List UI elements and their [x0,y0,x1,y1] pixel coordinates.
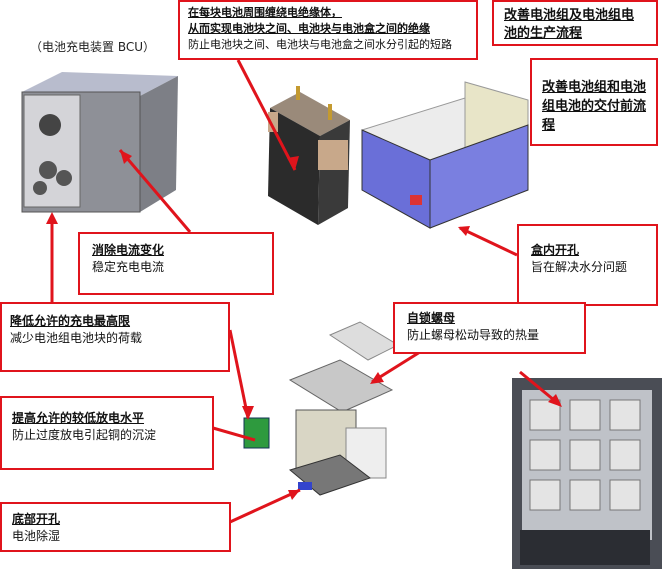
bcu-caption: （电池充电装置 BCU） [30,40,155,54]
battery-pack-photo [512,378,662,569]
callout-current: 消除电流变化 稳定充电电流 [78,232,274,295]
callout-desc: 稳定充电电流 [92,260,165,274]
callout-title: 改善电池组和电池组电池的交付前流程 [542,80,647,133]
callout-desc: 电池除湿 [12,529,61,543]
arrow-charge-limit-2 [228,329,250,419]
callout-title: 消除电流变化 [92,243,165,257]
callout-desc: 旨在解决水分问题 [531,260,628,274]
exploded-battery-pack-image [243,321,400,496]
callout-title: 自锁螺母 [407,311,456,325]
callout-discharge: 提高允许的较低放电水平 防止过度放电引起铜的沉淀 [0,396,214,470]
callout-insulation: 在每块电池周围缠绕电绝缘体， 从而实现电池块之间、电池块与电池盒之间的绝缘 防止… [178,0,478,60]
arrow-box-hole [459,226,518,257]
callout-title: 底部开孔 [12,512,61,526]
callout-bottom-hole: 底部开孔 电池除湿 [0,502,231,552]
arrow-insulation [236,59,297,171]
callout-title: 从而实现电池块之间、电池块与电池盒之间的绝缘 [188,22,430,35]
callout-title: 降低允许的充电最高限 [10,314,131,328]
battery-box-image [361,81,529,229]
callout-desc: 防止螺母松动导致的热量 [407,328,540,342]
bcu-device-image [21,72,178,213]
callout-title: 提高允许的较低放电水平 [12,411,145,425]
callout-desc: 防止过度放电引起铜的沉淀 [12,428,157,442]
battery-cell-image [268,86,350,225]
callout-nut: 自锁螺母 防止螺母松动导致的热量 [393,302,586,354]
arrow-bottom-hole [229,488,301,524]
arrow-discharge [212,426,256,442]
callout-title: 在每块电池周围缠绕电绝缘体， [188,6,342,19]
callout-charge-limit: 降低允许的充电最高限 减少电池组电池块的荷载 [0,302,230,372]
callout-title: 盒内开孔 [531,243,580,257]
callout-desc: 减少电池组电池块的荷载 [10,331,143,345]
callout-desc: 防止电池块之间、电池块与电池盒之间水分引起的短路 [188,38,452,51]
callout-box-hole: 盒内开孔 旨在解决水分问题 [517,224,658,306]
callout-production: 改善电池组及电池组电池的生产流程 [492,0,658,46]
callout-predelivery: 改善电池组和电池组电池的交付前流程 [530,58,658,146]
callout-title: 改善电池组及电池组电池的生产流程 [504,8,635,41]
arrow-current [118,149,192,233]
